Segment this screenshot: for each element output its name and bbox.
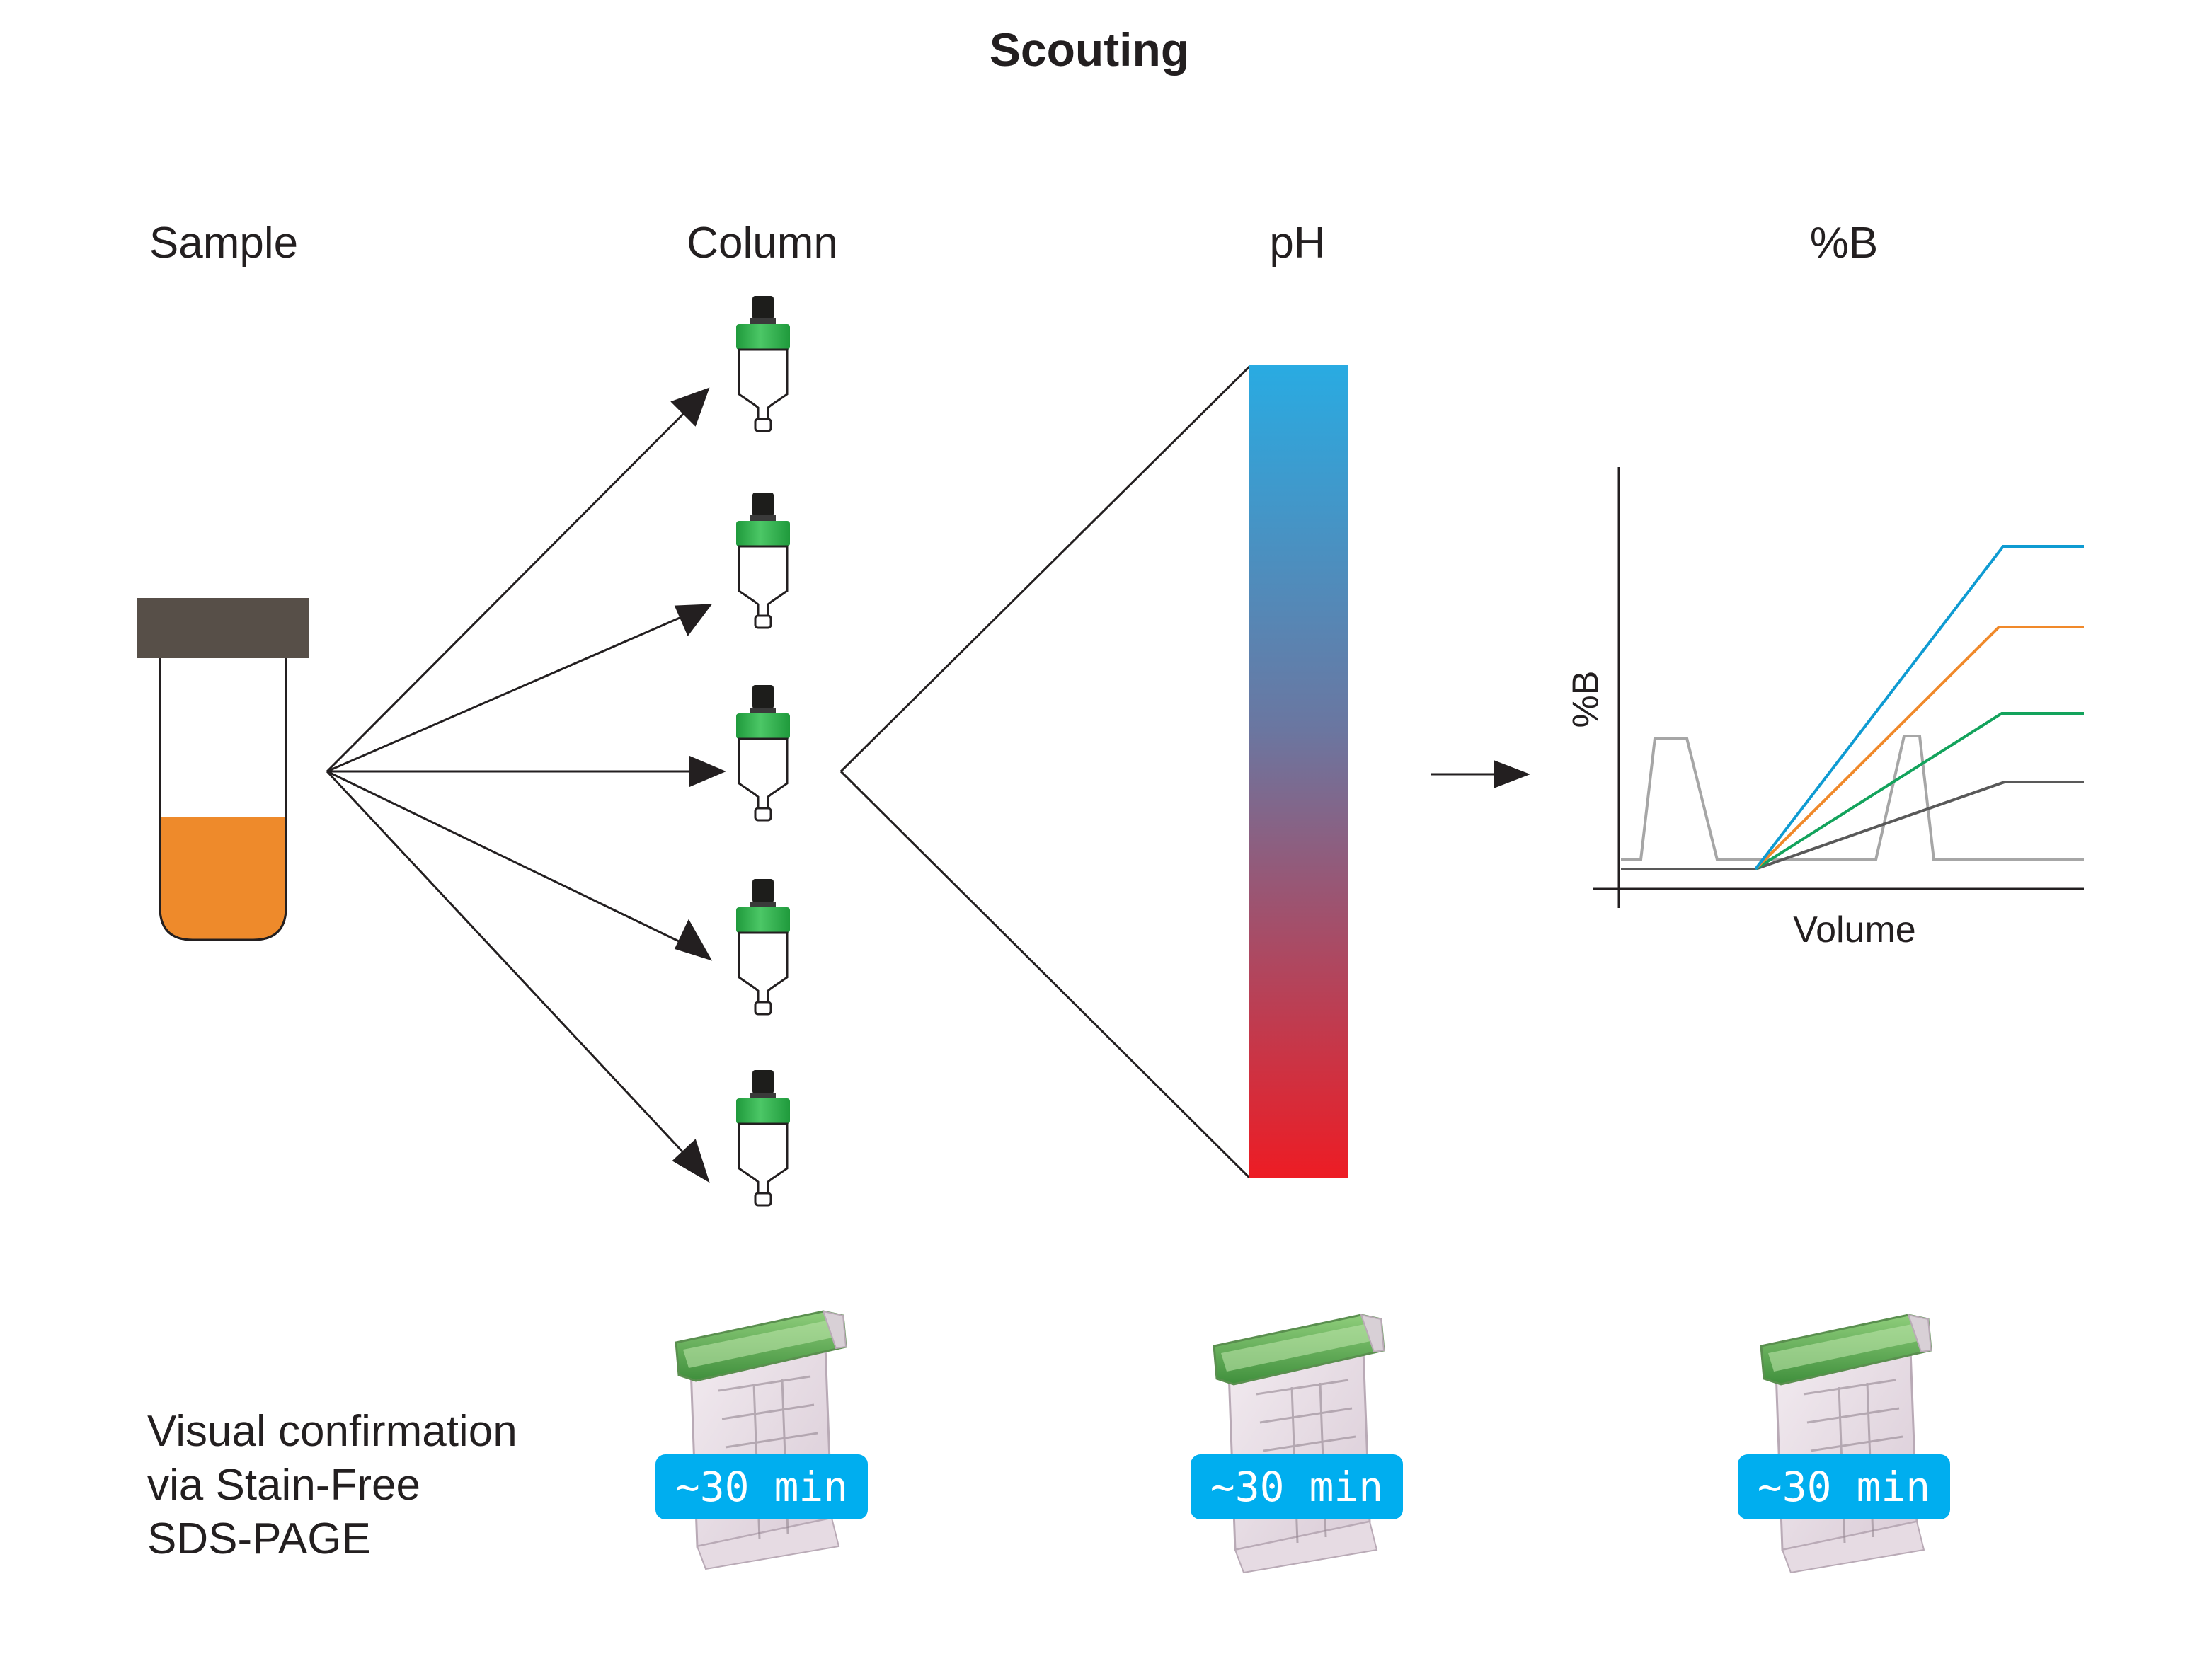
- time-badge: ~30 min: [655, 1454, 868, 1519]
- gel-cassette-icon: [675, 1310, 847, 1570]
- note-line-1: Visual confirmation: [147, 1407, 517, 1456]
- percent-b-header: %B: [1809, 219, 1879, 268]
- sample-header: Sample: [149, 219, 299, 268]
- chart-x-axis-label: Volume: [1793, 909, 1916, 950]
- ph-header: pH: [1269, 219, 1326, 268]
- ph-fan-lines: [839, 365, 1251, 1179]
- column-icons: [735, 294, 791, 1207]
- gel-cassette-icon: [1213, 1314, 1385, 1574]
- chart-axes: [1593, 467, 2084, 908]
- note-line-2: via Stain-Free: [147, 1461, 420, 1510]
- column-header: Column: [687, 219, 838, 268]
- sample-tube-icon: [137, 598, 309, 941]
- arrow-to-chart: [1431, 760, 1530, 788]
- diagram-title: Scouting: [989, 23, 1190, 76]
- time-badge: ~30 min: [1191, 1454, 1403, 1519]
- gradient-line-green: [1754, 712, 2084, 870]
- gradient-line-blue: [1754, 545, 2084, 870]
- gradient-line-dark: [1621, 781, 2084, 870]
- chromatogram-trace: [1621, 735, 2084, 861]
- sample-to-column-arrows: [326, 387, 726, 1183]
- ph-gradient-bar: [1249, 365, 1348, 1178]
- gel-cassette-icon: [1760, 1314, 1932, 1574]
- gradient-line-orange: [1754, 626, 2084, 870]
- chart-y-axis-label: %B: [1565, 670, 1607, 728]
- time-badge: ~30 min: [1738, 1454, 1950, 1519]
- visual-confirmation-note: Visual confirmation via Stain-Free SDS-P…: [147, 1405, 517, 1566]
- note-line-3: SDS-PAGE: [147, 1515, 371, 1563]
